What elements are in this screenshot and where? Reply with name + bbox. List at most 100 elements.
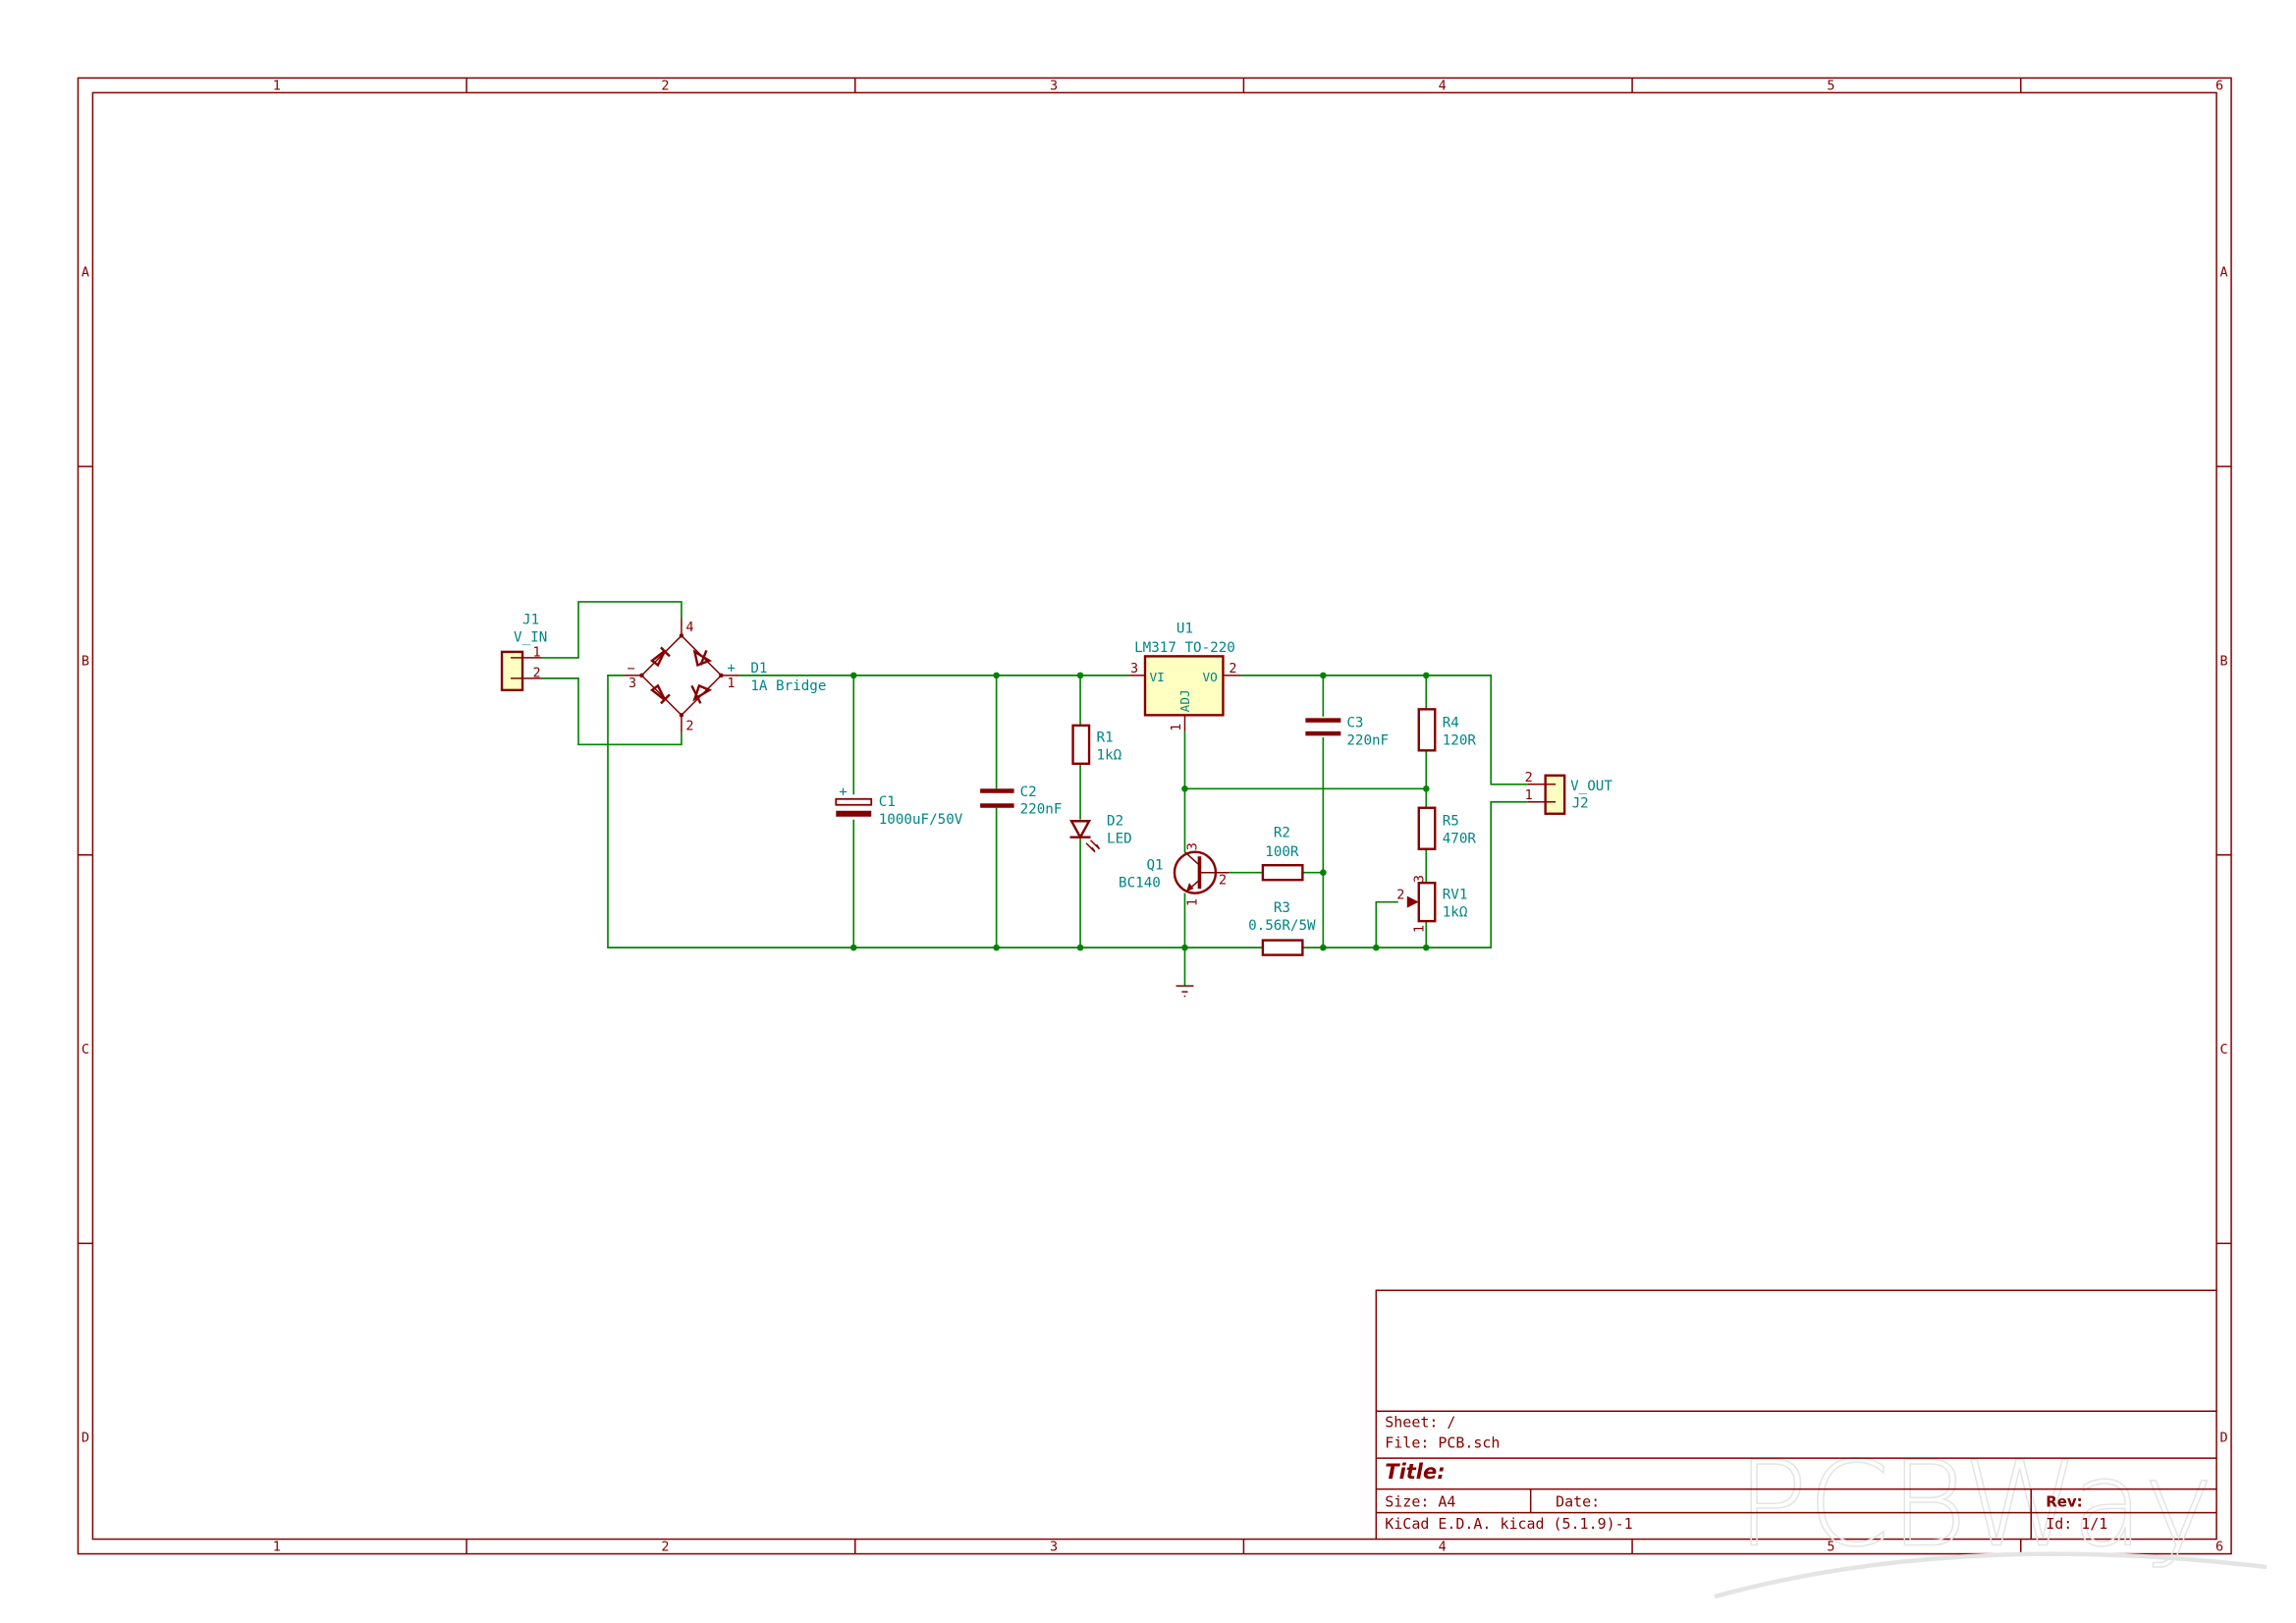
row-label-D: D — [2220, 1431, 2228, 1446]
j2-ref: J2 — [1572, 796, 1589, 812]
r5-ref: R5 — [1443, 814, 1459, 830]
row-label-A: A — [82, 265, 89, 281]
capacitor-c2[interactable]: C2 220nF — [980, 784, 1062, 818]
r1-ref: R1 — [1097, 730, 1114, 745]
r2-value: 100R — [1265, 844, 1299, 860]
title-label: Title: — [1385, 1460, 1445, 1484]
j2-value: V_OUT — [1570, 779, 1613, 794]
resistor-r2[interactable]: R2 100R — [1261, 826, 1304, 882]
r2-ref: R2 — [1274, 826, 1290, 841]
capacitor-c3[interactable]: C3 220nF — [1305, 715, 1389, 748]
c2-ref: C2 — [1020, 784, 1037, 800]
transistor-q1[interactable]: 3 2 1 Q1 BC140 — [1119, 842, 1230, 906]
j2-pin1: 1 — [1525, 787, 1533, 803]
d1-plus: + — [727, 661, 736, 676]
rv1-pin2: 2 — [1396, 888, 1404, 903]
column-label-1: 1 — [273, 78, 281, 93]
regulator-u1[interactable]: U1 LM317_TO-220 VI VO ADJ 3 2 1 — [1128, 621, 1241, 731]
date-label: Date: — [1556, 1493, 1600, 1511]
connector-j1[interactable]: J1 V_IN 1 2 — [500, 612, 547, 692]
u1-pin2: 2 — [1229, 661, 1236, 676]
c1-value: 1000uF/50V — [879, 812, 963, 828]
column-label-6: 6 — [2215, 78, 2223, 93]
q1-pin3: 3 — [1184, 842, 1200, 850]
row-label-B: B — [82, 653, 89, 669]
file-label: File: PCB.sch — [1385, 1434, 1500, 1452]
c3-value: 220nF — [1346, 732, 1389, 748]
j1-value: V_IN — [514, 629, 547, 645]
q1-value: BC140 — [1119, 876, 1161, 892]
id-label: Id: 1/1 — [2046, 1515, 2107, 1533]
d2-ref: D2 — [1107, 814, 1123, 830]
r4-value: 120R — [1443, 732, 1477, 748]
column-label-4: 4 — [1439, 78, 1447, 93]
c1-plus: + — [839, 784, 847, 800]
size-label: Size: A4 — [1385, 1493, 1455, 1511]
resistor-r4[interactable]: R4 120R — [1417, 708, 1477, 752]
q1-ref: Q1 — [1147, 858, 1164, 874]
d1-value: 1A Bridge — [750, 678, 826, 694]
column-label-5: 5 — [1827, 1540, 1834, 1555]
column-label-3: 3 — [1050, 1540, 1058, 1555]
rev-label: Rev: — [2046, 1493, 2082, 1511]
c2-value: 220nF — [1020, 802, 1063, 818]
row-label-B: B — [2220, 653, 2228, 669]
r5-value: 470R — [1443, 832, 1477, 847]
rv1-value: 1kΩ — [1443, 905, 1468, 921]
row-label-C: C — [2220, 1042, 2228, 1057]
led-d2[interactable]: D2 LED — [1069, 814, 1132, 853]
d1-ref: D1 — [750, 661, 767, 676]
column-label-2: 2 — [661, 78, 669, 93]
u1-adj-label: ADJ — [1178, 689, 1193, 712]
u1-ref: U1 — [1176, 621, 1193, 636]
d1-pin1: 1 — [727, 676, 735, 691]
d1-pin2: 2 — [685, 718, 693, 733]
r3-ref: R3 — [1274, 900, 1290, 916]
u1-vi-label: VI — [1149, 671, 1164, 685]
tool-label: KiCad E.D.A. kicad (5.1.9)-1 — [1385, 1515, 1632, 1533]
pcbway-watermark-logo: PCBWay — [1714, 1436, 2268, 1599]
j1-pin1: 1 — [533, 644, 541, 660]
r3-value: 0.56R/5W — [1248, 918, 1316, 934]
column-label-3: 3 — [1050, 78, 1058, 93]
title-block: Sheet: / File: PCB.sch Title: Size: A4 D… — [1375, 1289, 2217, 1540]
resistor-r5[interactable]: R5 470R — [1417, 806, 1477, 850]
j2-pin2: 2 — [1525, 770, 1533, 785]
j1-ref: J1 — [522, 612, 539, 627]
row-label-A: A — [2220, 265, 2228, 281]
bridge-rectifier-d1[interactable]: 4 2 3 − 1 + D1 1A Bridge — [624, 618, 826, 733]
resistor-r3[interactable]: R3 0.56R/5W — [1248, 900, 1316, 956]
svg-text:PCBWay: PCBWay — [1736, 1437, 2213, 1574]
r4-ref: R4 — [1443, 715, 1459, 730]
capacitor-c1[interactable]: + C1 1000uF/50V — [835, 784, 963, 828]
column-label-2: 2 — [661, 1540, 669, 1555]
rv1-pin3: 3 — [1411, 875, 1427, 883]
q1-pin2: 2 — [1219, 873, 1227, 889]
wires — [541, 601, 1528, 987]
rv1-ref: RV1 — [1443, 888, 1468, 903]
column-label-1: 1 — [273, 1540, 281, 1555]
ground-symbol — [1175, 985, 1194, 998]
junctions — [849, 672, 1430, 951]
u1-pin3: 3 — [1130, 661, 1138, 676]
rv1-pin1: 1 — [1411, 925, 1427, 933]
row-label-D: D — [82, 1431, 89, 1446]
c1-ref: C1 — [879, 794, 896, 810]
column-label-4: 4 — [1439, 1540, 1447, 1555]
resistor-r1[interactable]: R1 1kΩ — [1071, 724, 1122, 765]
u1-value: LM317_TO-220 — [1134, 640, 1235, 656]
connector-j2[interactable]: 2 1 V_OUT J2 — [1525, 770, 1613, 815]
c3-ref: C3 — [1346, 715, 1363, 730]
d1-pin3: 3 — [629, 676, 636, 691]
potentiometer-rv1[interactable]: 3 2 1 RV1 1kΩ — [1396, 875, 1468, 933]
u1-pin1: 1 — [1169, 724, 1184, 731]
d1-minus: − — [627, 661, 634, 676]
d1-pin4: 4 — [685, 620, 693, 635]
r1-value: 1kΩ — [1097, 747, 1122, 763]
sheet-label: Sheet: / — [1385, 1414, 1455, 1432]
column-label-5: 5 — [1827, 78, 1834, 93]
u1-vo-label: VO — [1202, 671, 1217, 685]
column-label-6: 6 — [2215, 1540, 2223, 1555]
